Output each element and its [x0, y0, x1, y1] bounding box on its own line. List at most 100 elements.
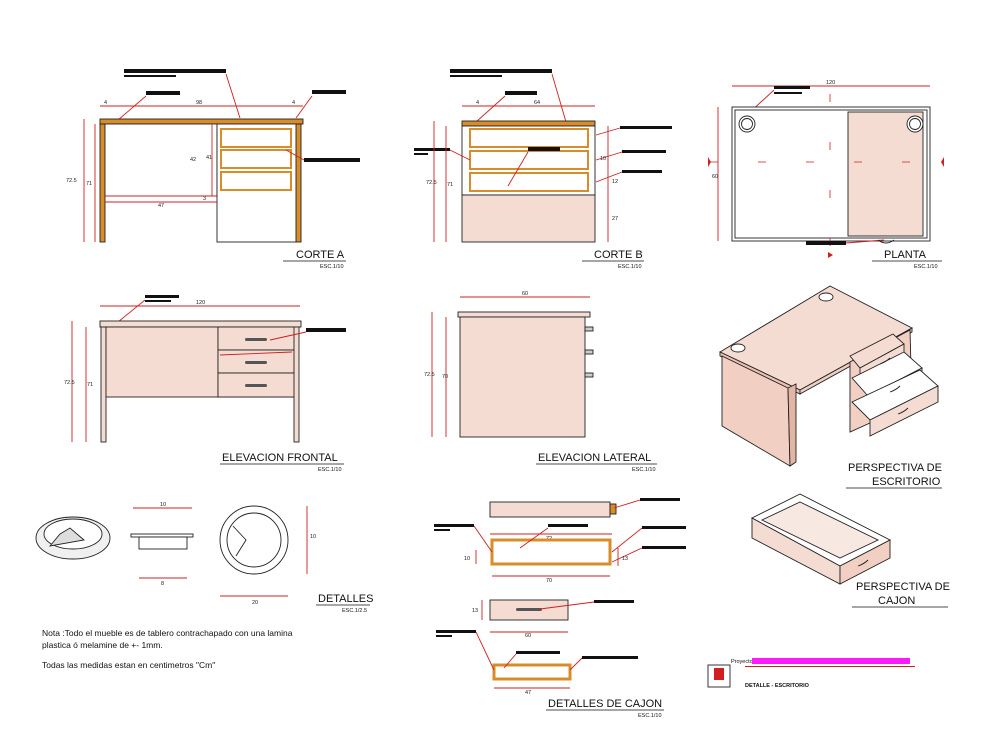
- section-arrow: [941, 157, 944, 167]
- drawer: [220, 149, 292, 169]
- leader-line: [503, 653, 517, 669]
- dim-4: 4: [292, 100, 295, 106]
- side-panel: [461, 194, 596, 243]
- grommet-hole: [730, 343, 746, 353]
- desk-top: [99, 118, 304, 125]
- view-perspectiva-escritorio: PERSPECTIVA DE ESCRITORIO: [719, 285, 942, 489]
- label-bar: [642, 526, 686, 529]
- view-corte-a: 4 98 4 72.5 71 42 41 47 3 CORTE A ESC.1/…: [66, 69, 360, 270]
- view-title: PERSPECTIVA DE: [848, 462, 942, 474]
- dim-12: 12: [612, 179, 618, 185]
- label-bar: [774, 86, 810, 89]
- logo-mark: [714, 668, 724, 680]
- label-bar: [450, 69, 552, 73]
- leader-line: [569, 657, 583, 671]
- view-corte-b: 4 64 72.5 71 10 12 27 CORTE B ESC.1/10: [414, 69, 672, 270]
- view-detalles: 10 8 10 20 DETALLES ESC.1/2.5 Nota :Todo…: [35, 502, 373, 670]
- view-perspectiva-cajon: PERSPECTIVA DE CAJON: [751, 493, 950, 608]
- right-leg: [293, 326, 300, 443]
- grommet-body: [138, 536, 188, 550]
- label-bar: [304, 158, 360, 162]
- dim-72-5: 72.5: [424, 372, 435, 378]
- view-scale: ESC.1/10: [632, 467, 656, 473]
- label-bar: [548, 524, 588, 527]
- handle-side: [584, 326, 594, 332]
- side-panel: [459, 316, 586, 438]
- view-scale: ESC.1/10: [318, 467, 342, 473]
- drawer-handle: [879, 357, 891, 365]
- dim-41: 41: [206, 155, 212, 161]
- dim-8: 8: [161, 581, 164, 587]
- label-bar: [528, 147, 560, 151]
- label-bar: [436, 635, 452, 637]
- leader-line: [845, 239, 885, 244]
- view-title: DETALLES DE CAJON: [548, 698, 662, 710]
- label-bar: [516, 651, 560, 654]
- drawer: [469, 128, 589, 148]
- label-bar: [312, 90, 346, 94]
- note-line: Todas las medidas estan en centimetros "…: [42, 660, 215, 670]
- view-scale: ESC.1/2.5: [342, 608, 367, 614]
- view-title: CORTE B: [594, 249, 643, 261]
- drawer-handle: [897, 407, 909, 415]
- grommet-hole: [818, 292, 834, 302]
- desk-top-inner: [734, 109, 928, 239]
- leader-line: [117, 299, 146, 323]
- leader-line: [519, 527, 549, 549]
- view-elevacion-lateral: 60 72.5 70 ELEVACION LATERAL ESC.1/10: [424, 291, 657, 473]
- label-bar: [124, 75, 176, 77]
- label-bar: [436, 630, 476, 633]
- knee-space: [104, 123, 218, 197]
- dim-64: 64: [534, 100, 540, 106]
- view-title: PERSPECTIVA DE: [856, 581, 950, 593]
- drawer-unit-plan: [847, 111, 924, 237]
- leader-line: [595, 151, 623, 161]
- view-elevacion-frontal: 120 72.5 71 ELEVACION FRONTAL ESC.1/10: [64, 295, 346, 473]
- view-planta: 120 60 PLANTA ESC.1/10: [708, 80, 950, 270]
- note-line: Nota :Todo el mueble es de tablero contr…: [42, 628, 293, 638]
- note-line: plastica ó melamine de +- 1mm.: [42, 640, 163, 650]
- drawer: [469, 150, 589, 170]
- label-bar: [434, 524, 474, 527]
- dim-60: 60: [712, 174, 718, 180]
- leader-line: [611, 547, 643, 563]
- leader-line: [475, 95, 506, 123]
- drawer-handle: [516, 608, 542, 611]
- dim-98: 98: [196, 100, 202, 106]
- dim-42: 42: [190, 157, 196, 163]
- grommet-flange: [130, 533, 194, 538]
- grommet-cap: [48, 527, 86, 547]
- grommet-top-inner: [226, 512, 282, 568]
- label-bar: [434, 529, 450, 531]
- view-title: ELEVACION LATERAL: [538, 452, 651, 464]
- leader-line: [475, 631, 495, 671]
- label-bar: [622, 150, 666, 153]
- label-bar: [450, 75, 502, 77]
- dim-10: 10: [464, 556, 470, 562]
- drawer: [220, 128, 292, 148]
- view-title: PLANTA: [884, 249, 927, 261]
- dim-71: 71: [87, 382, 93, 388]
- handle-plan: [877, 239, 895, 244]
- view-title: DETALLES: [318, 593, 373, 605]
- dim-71: 71: [447, 182, 453, 188]
- label-bar: [774, 92, 802, 94]
- dim-72-5: 72.5: [66, 178, 77, 184]
- title-block: Proyecto: DETALLE - ESCRITORIO: [707, 658, 915, 689]
- dim-4: 4: [104, 100, 107, 106]
- desk-top: [457, 311, 591, 318]
- leader-line: [507, 151, 529, 187]
- leader-line: [225, 73, 241, 119]
- drawer-handle: [245, 338, 267, 341]
- dim-3: 3: [203, 196, 206, 202]
- view-title: CAJON: [878, 595, 915, 607]
- dim-13: 13: [472, 608, 478, 614]
- project-name-bar: [752, 658, 910, 664]
- dim-10: 10: [160, 502, 166, 508]
- dim-70: 70: [546, 578, 552, 584]
- view-title: ESCRITORIO: [872, 476, 941, 488]
- separator: [745, 666, 915, 667]
- leader-line: [449, 149, 471, 161]
- label-bar: [505, 91, 537, 95]
